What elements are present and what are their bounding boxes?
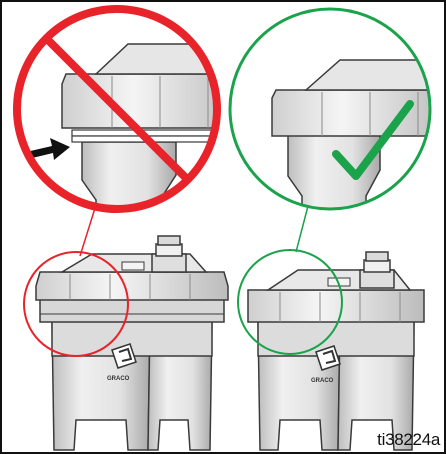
brand-text: GRACO [311, 378, 334, 384]
arrow-right-icon [26, 138, 70, 160]
pump-container-right: GRACO [247, 251, 425, 451]
prohibition-icon [13, 5, 221, 213]
graco-logo: GRACO [311, 345, 341, 384]
zoom-incorrect [13, 5, 221, 213]
zoom-correct [228, 7, 432, 211]
brand-text: GRACO [107, 376, 130, 382]
pump-container-left: GRACO [35, 235, 229, 451]
correct-circle [228, 7, 432, 211]
figure-id-label: ti38224a [377, 430, 440, 449]
checkmark-icon [332, 100, 414, 180]
callout-right [237, 205, 343, 355]
graco-logo: GRACO [107, 343, 137, 382]
callout-left [23, 204, 129, 357]
